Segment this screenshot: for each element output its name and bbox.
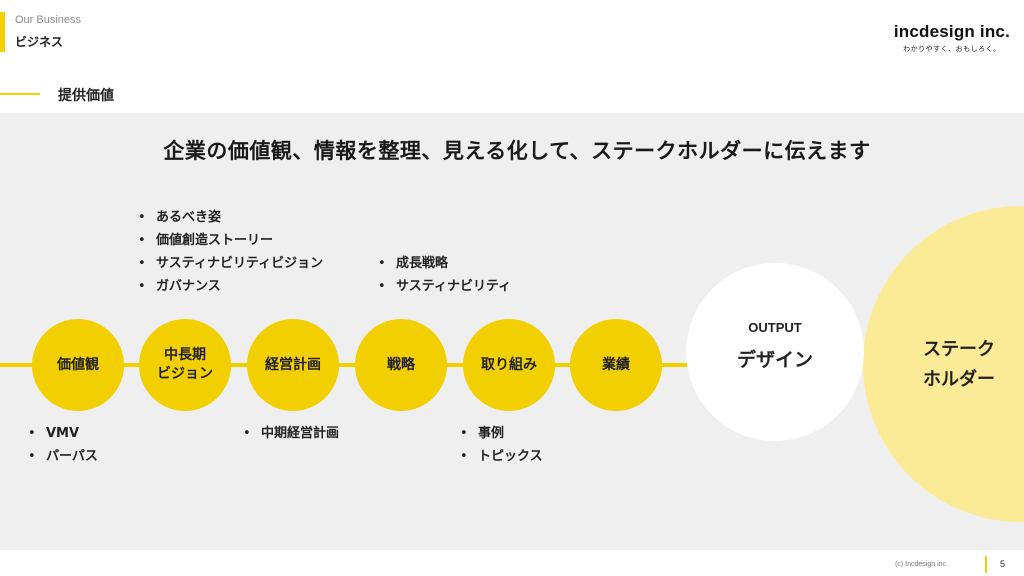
initiatives-notes: 事例 トピックス bbox=[460, 422, 543, 468]
output-label: OUTPUT bbox=[748, 320, 802, 335]
header-accent-bar bbox=[0, 12, 5, 52]
list-item: 事例 bbox=[460, 422, 543, 445]
section-label-jp: ビジネス bbox=[15, 35, 64, 49]
list-item: 成長戦略 bbox=[378, 252, 511, 275]
step-strategy: 戦略 bbox=[355, 319, 447, 411]
list-item: ガバナンス bbox=[138, 275, 323, 298]
list-item: 中期経営計画 bbox=[243, 422, 339, 445]
list-item: トピックス bbox=[460, 445, 543, 468]
list-item: パーパス bbox=[28, 445, 98, 468]
footer-copyright: (c) Incdesign inc. bbox=[895, 561, 948, 568]
strategy-notes: 成長戦略 サスティナビリティ bbox=[378, 252, 511, 298]
list-item: サスティナビリティビジョン bbox=[138, 252, 323, 275]
list-item: 価値創造ストーリー bbox=[138, 229, 323, 252]
values-notes: VMV パーパス bbox=[28, 422, 98, 468]
output-circle: OUTPUT デザイン bbox=[686, 263, 864, 441]
page-number: 5 bbox=[1000, 559, 1006, 569]
list-item: サスティナビリティ bbox=[378, 275, 511, 298]
plan-notes: 中期経営計画 bbox=[243, 422, 339, 445]
vision-notes: あるべき姿 価値創造ストーリー サスティナビリティビジョン ガバナンス bbox=[138, 206, 323, 298]
step-results: 業績 bbox=[570, 319, 662, 411]
content-panel: 企業の価値観、情報を整理、見える化して、ステークホルダーに伝えます あるべき姿 … bbox=[0, 113, 1024, 550]
stakeholder-label: ステーク ホルダー bbox=[923, 339, 995, 390]
step-initiatives: 取り組み bbox=[463, 319, 555, 411]
output-value: デザイン bbox=[736, 349, 813, 371]
step-management-plan: 経営計画 bbox=[247, 319, 339, 411]
list-item: あるべき姿 bbox=[138, 206, 323, 229]
logo-wordmark: incdesign inc. bbox=[893, 22, 1010, 41]
list-item: VMV bbox=[28, 422, 98, 445]
step-values: 価値観 bbox=[32, 319, 124, 411]
step-vision: 中長期 ビジョン bbox=[139, 319, 231, 411]
flow-line bbox=[0, 363, 690, 367]
footer-divider bbox=[985, 556, 987, 573]
headline: 企業の価値観、情報を整理、見える化して、ステークホルダーに伝えます bbox=[163, 139, 871, 163]
company-logo: incdesign inc. わかりやすく、おもしろく。 bbox=[894, 22, 1010, 54]
section-label-en: Our Business bbox=[15, 14, 82, 26]
section-title-line bbox=[0, 93, 40, 95]
logo-tagline: わかりやすく、おもしろく。 bbox=[903, 45, 1001, 53]
section-title: 提供価値 bbox=[58, 88, 114, 104]
